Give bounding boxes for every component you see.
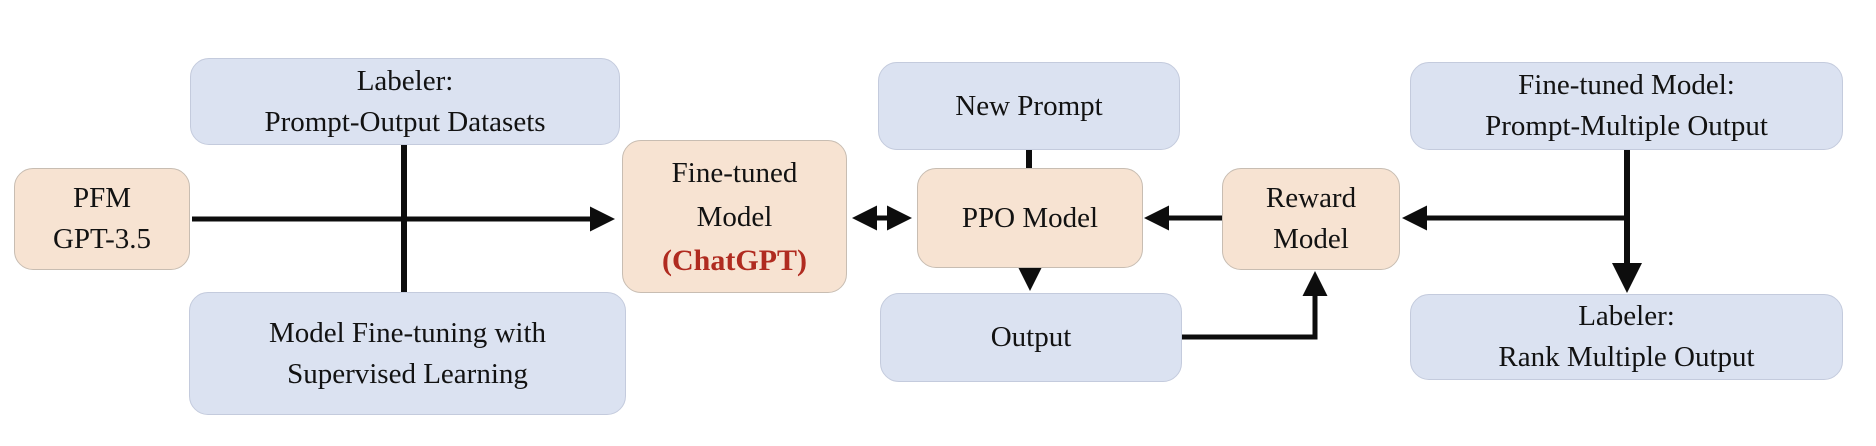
node-labeler-rank-multiple-output: Labeler: Rank Multiple Output xyxy=(1410,294,1843,380)
node-label-line: Model xyxy=(696,200,773,233)
node-pfm-gpt35: PFM GPT-3.5 xyxy=(14,168,190,270)
node-label-line: Model Fine-tuning with xyxy=(268,316,547,349)
node-label-line: Model xyxy=(1273,223,1349,255)
node-label-line: Supervised Learning xyxy=(287,357,528,390)
chatgpt-accent-label: (ChatGPT) xyxy=(662,243,807,277)
node-reward-model: Reward Model xyxy=(1222,168,1400,270)
node-label-line: PPO Model xyxy=(961,201,1099,234)
node-label-line: Fine-tuned xyxy=(671,156,798,189)
node-label-line: PFM xyxy=(72,182,132,214)
node-labeler-prompt-output-datasets: Labeler: Prompt-Output Datasets xyxy=(190,58,620,145)
node-label-line: Rank Multiple Output xyxy=(1498,341,1755,373)
node-label-line: Prompt-Output Datasets xyxy=(264,105,546,138)
arrow-output-to-reward xyxy=(1182,271,1328,340)
node-label-line: Labeler: xyxy=(1578,300,1675,332)
node-label-line: GPT-3.5 xyxy=(52,223,152,255)
node-model-fine-tuning-supervised-learning: Model Fine-tuning with Supervised Learni… xyxy=(189,292,626,415)
node-label-line: Fine-tuned Model: xyxy=(1518,69,1735,101)
node-new-prompt: New Prompt xyxy=(878,62,1180,150)
node-ppo-model: PPO Model xyxy=(917,168,1143,268)
node-fine-tuned-model-chatgpt: Fine-tuned Model (ChatGPT) xyxy=(622,140,847,293)
node-label-line: New Prompt xyxy=(955,89,1103,122)
node-label-line: Prompt-Multiple Output xyxy=(1485,110,1768,142)
node-label-line: Output xyxy=(990,321,1072,353)
node-label-line: Reward xyxy=(1265,182,1357,214)
node-label-line: Labeler: xyxy=(356,64,454,97)
node-fine-tuned-model-prompt-multiple-output: Fine-tuned Model: Prompt-Multiple Output xyxy=(1410,62,1843,150)
node-output: Output xyxy=(880,293,1182,382)
